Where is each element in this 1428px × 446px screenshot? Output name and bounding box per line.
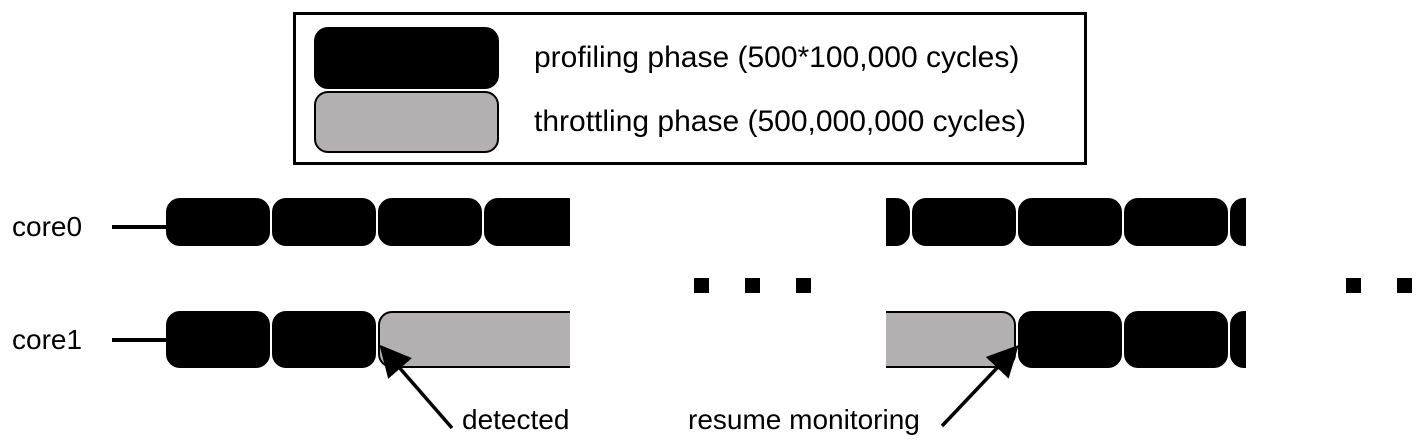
ellipsis-dot-icon [694,278,709,293]
timeline-block-core1-profiling [166,311,270,368]
timeline-break-left [694,278,811,293]
timeline-block-core1-profiling [1230,311,1246,368]
legend-swatch-profiling-icon [314,27,499,89]
lane-connector-core1 [112,338,170,342]
timeline-block-core0-profiling [272,198,376,246]
ellipsis-dot-icon [1346,278,1361,293]
legend-item-throttling: throttling phase (500,000,000 cycles) [296,91,1084,153]
legend-label-profiling: profiling phase (500*100,000 cycles) [534,41,1020,74]
timeline-break-right [1346,278,1428,293]
timeline-block-core1-throttling [886,311,1016,368]
ellipsis-dot-icon [1397,278,1412,293]
lane-connector-core0 [112,225,170,229]
timeline-block-core0-profiling [886,198,910,246]
lane-label-core0: core0 [12,211,83,242]
timeline-block-core0-profiling [1124,198,1228,246]
timeline-block-core0-profiling [1230,198,1246,246]
timeline-block-core1-profiling [1124,311,1228,368]
legend-swatch-throttling-icon [314,91,499,153]
timeline-block-core1-profiling [272,311,376,368]
legend-item-profiling: profiling phase (500*100,000 cycles) [296,27,1084,89]
timeline-block-core1-profiling [1018,311,1122,368]
legend-box: profiling phase (500*100,000 cycles) thr… [293,12,1087,165]
timeline-block-core0-profiling [1018,198,1122,246]
timeline-block-core0-profiling [484,198,570,246]
legend-label-throttling: throttling phase (500,000,000 cycles) [534,105,1026,138]
ellipsis-dot-icon [745,278,760,293]
timeline-block-core0-profiling [378,198,482,246]
timeline-block-core0-profiling [166,198,270,246]
annotation-resume-monitoring: resume monitoring [688,404,920,435]
timeline-block-core1-throttling [378,311,570,368]
timeline-block-core0-profiling [912,198,1016,246]
ellipsis-dot-icon [796,278,811,293]
annotation-detected: detected [462,404,570,435]
lane-label-core1: core1 [12,324,83,355]
